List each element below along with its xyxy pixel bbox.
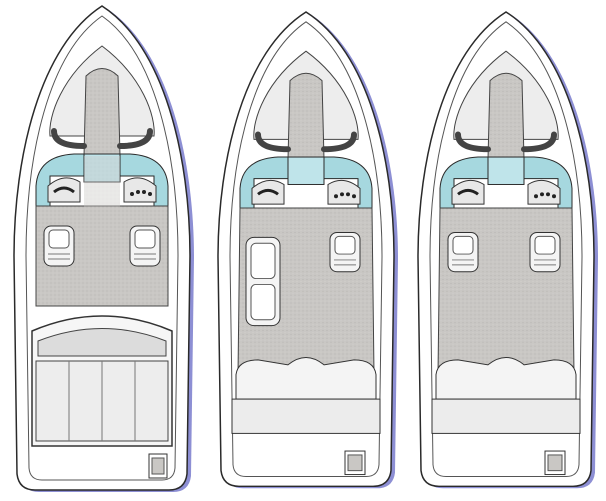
boat-1 — [14, 6, 194, 492]
boat-2 — [218, 12, 398, 488]
boat-3 — [418, 12, 598, 488]
